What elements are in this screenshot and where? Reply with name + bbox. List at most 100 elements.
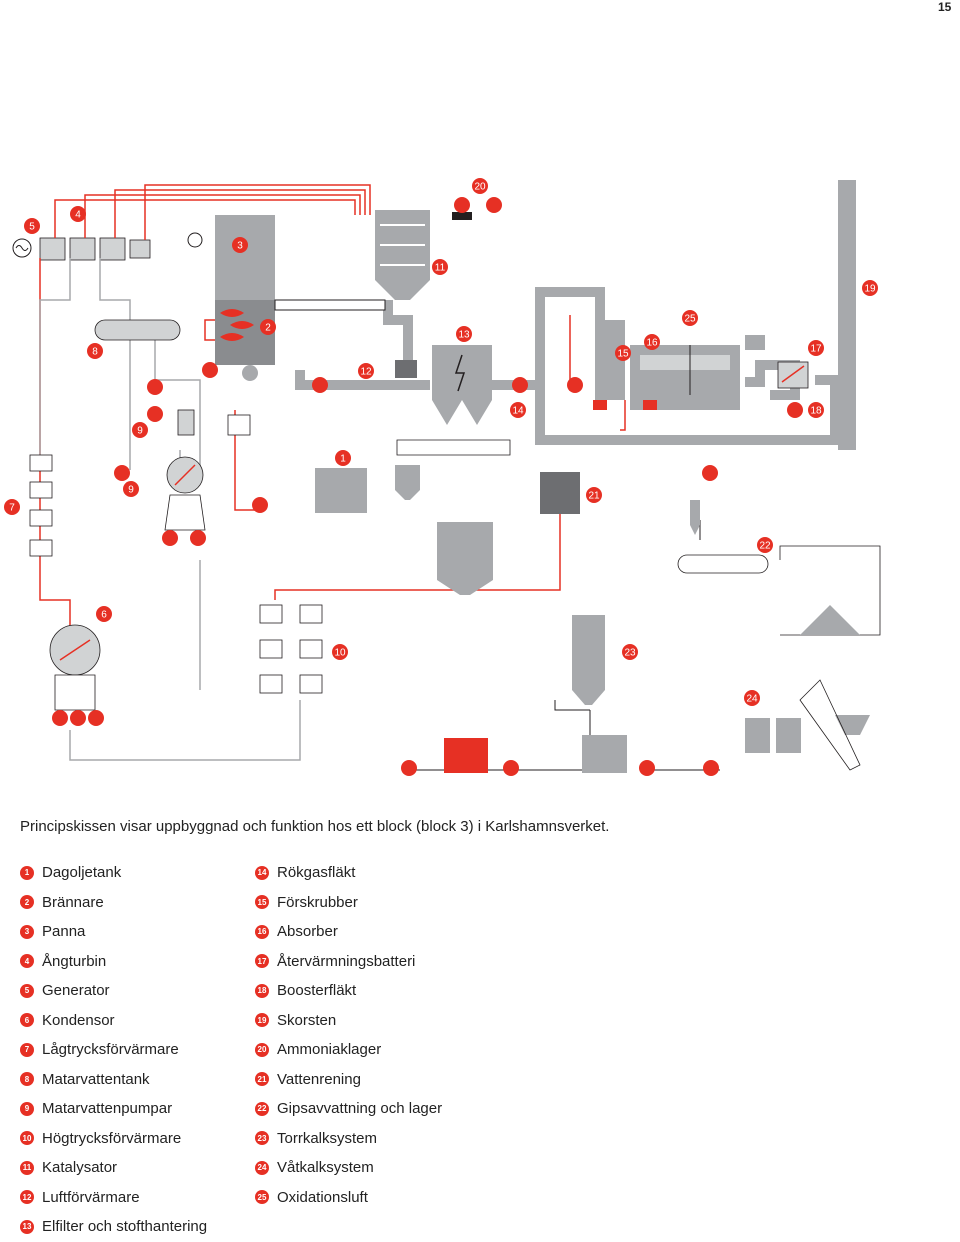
- svg-text:13: 13: [458, 330, 470, 341]
- legend-number: 16: [255, 924, 269, 939]
- legend-label: Skorsten: [277, 1011, 337, 1029]
- tag-17: 17: [808, 340, 824, 356]
- svg-text:22: 22: [759, 541, 771, 552]
- tag-6: 6: [96, 606, 112, 622]
- air-preheater: [395, 360, 417, 378]
- legend-number: 15: [255, 895, 269, 910]
- tag-4: 4: [70, 206, 86, 222]
- legend-number: 10: [20, 1131, 34, 1146]
- lime-conveyor: [799, 679, 861, 771]
- ash-conveyor: [396, 439, 511, 456]
- tag-18: 18: [808, 402, 824, 418]
- page-number: 15: [938, 0, 952, 14]
- svg-text:7: 7: [9, 503, 15, 514]
- legend-label: Återvärmningsbatteri: [277, 952, 416, 970]
- legend-number: 25: [255, 1190, 269, 1205]
- tag-25: 25: [682, 310, 698, 326]
- svg-text:12: 12: [360, 367, 372, 378]
- process-diagram: 1 2 3 4 5 6 7 8 9 9 9 10 11 12 13 14 15 …: [4, 178, 881, 776]
- svg-text:2: 2: [265, 323, 271, 334]
- legend-number: 2: [20, 895, 34, 910]
- tag-14: 14: [510, 402, 526, 418]
- legend-label: Gipsavvattning och lager: [277, 1100, 443, 1118]
- legend-number: 8: [20, 1072, 34, 1087]
- tag-9-b: 9: [123, 481, 139, 497]
- feedwater-lines: [39, 258, 301, 761]
- legend-number: 19: [255, 1013, 269, 1028]
- tag-8: 8: [87, 343, 103, 359]
- ammonia-storage: [452, 197, 502, 220]
- catalyst: [375, 210, 430, 300]
- legend-item: 25 Oxidationsluft: [255, 1183, 442, 1213]
- legend-number: 14: [255, 865, 269, 880]
- legend-number: 3: [20, 924, 34, 939]
- legend-number: 6: [20, 1013, 34, 1028]
- legend-number: 23: [255, 1131, 269, 1146]
- legend-number: 21: [255, 1072, 269, 1087]
- svg-text:21: 21: [588, 491, 600, 502]
- legend-number: 9: [20, 1101, 34, 1116]
- tag-1: 1: [335, 450, 351, 466]
- legend-label: Oxidationsluft: [277, 1188, 368, 1206]
- tag-20: 20: [472, 178, 488, 194]
- legend-label: Våtkalksystem: [277, 1159, 374, 1177]
- legend-item: 19 Skorsten: [255, 1006, 442, 1036]
- svg-text:19: 19: [864, 284, 876, 295]
- tag-13: 13: [456, 326, 472, 342]
- tag-9-a: 9: [132, 422, 148, 438]
- legend-item: 17 Återvärmningsbatteri: [255, 947, 442, 977]
- tanks: [315, 465, 870, 773]
- legend-label: Elfilter och stofthantering: [42, 1218, 208, 1236]
- svg-text:10: 10: [334, 648, 346, 659]
- tag-19: 19: [862, 280, 878, 296]
- electrostatic-precipitator: [432, 345, 492, 425]
- legend-number: 22: [255, 1101, 269, 1116]
- svg-text:6: 6: [101, 610, 107, 621]
- svg-text:25: 25: [684, 314, 696, 325]
- tag-23: 23: [622, 644, 638, 660]
- legend-label: Panna: [42, 923, 86, 941]
- svg-text:24: 24: [746, 694, 758, 705]
- tag-22: 22: [757, 537, 773, 553]
- tag-5: 5: [24, 218, 40, 234]
- svg-text:15: 15: [617, 349, 629, 360]
- svg-text:1: 1: [340, 454, 346, 465]
- svg-text:9: 9: [128, 485, 134, 496]
- tag-7: 7: [4, 499, 20, 515]
- gypsum-storage: [677, 500, 881, 636]
- legend-label: Kondensor: [42, 1011, 115, 1029]
- legend-item: 3 Panna: [20, 917, 207, 947]
- legend-number: 12: [20, 1190, 34, 1205]
- legend-number: 11: [20, 1160, 34, 1175]
- svg-text:8: 8: [92, 347, 98, 358]
- legend-number: 13: [20, 1219, 34, 1234]
- tag-2: 2: [260, 319, 276, 335]
- tag-10: 10: [332, 644, 348, 660]
- legend-number: 18: [255, 983, 269, 998]
- svg-text:17: 17: [810, 344, 822, 355]
- legend-label: Rökgasfläkt: [277, 864, 356, 882]
- turbine-generator: [12, 232, 203, 261]
- legend-label: Generator: [42, 982, 110, 1000]
- legend-label: Luftförvärmare: [42, 1188, 140, 1206]
- legend-number: 17: [255, 954, 269, 969]
- legend-item: 7 Lågtrycksförvärmare: [20, 1035, 207, 1065]
- svg-text:14: 14: [512, 406, 524, 417]
- svg-text:3: 3: [237, 241, 243, 252]
- legend-item: 12 Luftförvärmare: [20, 1183, 207, 1213]
- tag-11: 11: [432, 259, 448, 275]
- tag-16: 16: [644, 334, 660, 350]
- legend-label: Lågtrycksförvärmare: [42, 1041, 179, 1059]
- svg-text:11: 11: [435, 263, 446, 274]
- legend-number: 7: [20, 1042, 34, 1057]
